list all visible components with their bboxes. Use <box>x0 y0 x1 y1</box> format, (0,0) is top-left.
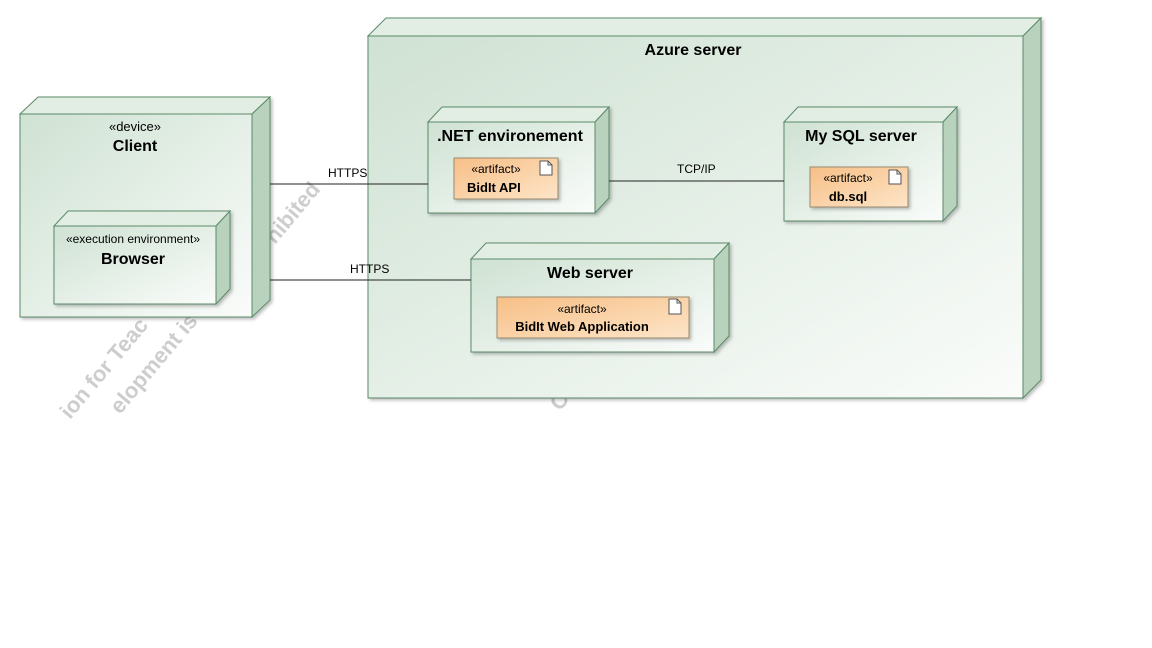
bidit-api-name: BidIt API <box>467 180 521 195</box>
db-sql-artifact[interactable] <box>809 166 909 208</box>
bidit-web-app-artifact[interactable] <box>496 296 690 339</box>
artifact-document-icon <box>539 160 553 176</box>
browser-stereotype: «execution environment» <box>66 232 200 246</box>
db-sql-stereotype: «artifact» <box>823 171 873 185</box>
db-sql-name: db.sql <box>829 189 867 204</box>
dotnet-title: .NET environement <box>437 128 583 145</box>
bidit-web-app-name: BidIt Web Application <box>515 319 649 334</box>
bidit-api-artifact[interactable] <box>453 157 559 200</box>
browser-title: Browser <box>101 251 165 268</box>
browser-node[interactable] <box>52 209 232 306</box>
bidit-web-app-stereotype: «artifact» <box>557 302 607 316</box>
mysql-title: My SQL server <box>805 128 917 145</box>
web-server-title: Web server <box>547 265 633 282</box>
connector-api-db-label: TCP/IP <box>677 162 716 176</box>
azure-server-title: Azure server <box>645 42 742 59</box>
client-title: Client <box>113 138 158 155</box>
bidit-api-stereotype: «artifact» <box>471 162 521 176</box>
connector-client-web-label: HTTPS <box>350 262 389 276</box>
artifact-document-icon <box>888 169 902 185</box>
client-stereotype: «device» <box>109 119 161 134</box>
connector-client-api-label: HTTPS <box>328 166 367 180</box>
artifact-document-icon <box>668 298 682 315</box>
